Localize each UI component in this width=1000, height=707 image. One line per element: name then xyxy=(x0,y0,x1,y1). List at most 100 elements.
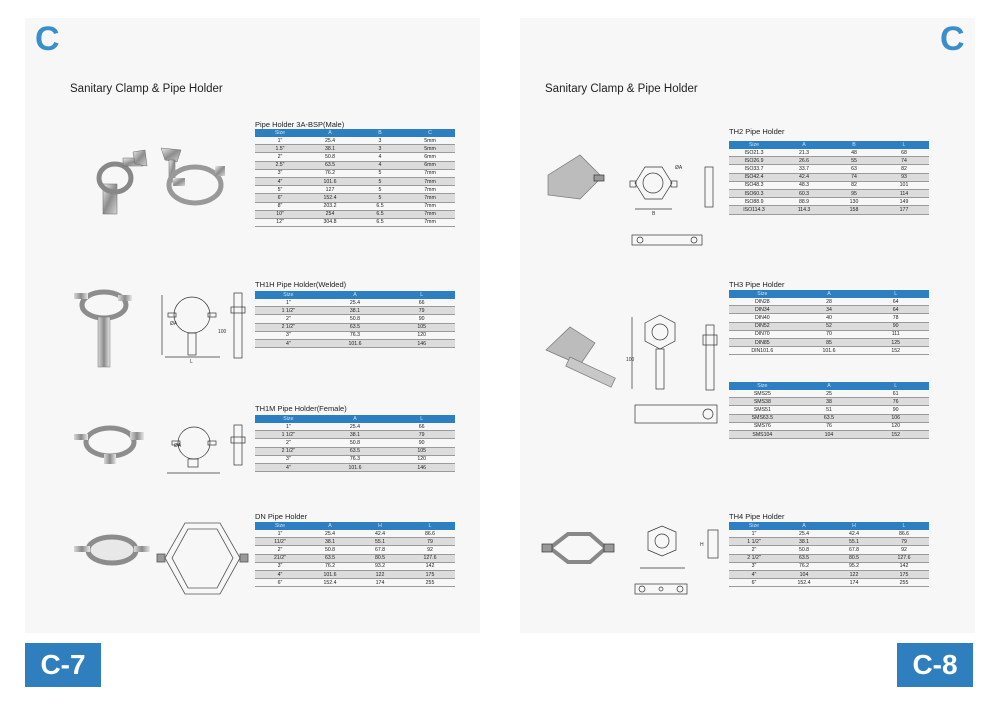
table-cell: 1" xyxy=(255,299,322,308)
table-cell: 38.1 xyxy=(321,430,389,440)
table-cell: 114 xyxy=(879,189,929,199)
table-cell: 4" xyxy=(255,570,305,580)
table-cell: 25.4 xyxy=(321,299,389,308)
column-header: Size xyxy=(255,522,305,530)
column-header: L xyxy=(862,290,929,298)
table-cell: 105 xyxy=(388,447,455,456)
th3-drawing: 100 xyxy=(545,314,718,424)
column-header: A xyxy=(321,291,389,299)
column-header: Size xyxy=(255,291,322,299)
table-cell: 3 xyxy=(355,144,405,154)
table-cell: ISO88.9 xyxy=(729,197,779,207)
table-cell: 104 xyxy=(779,570,829,580)
table-cell: 120 xyxy=(388,455,455,464)
table-cell: 6" xyxy=(255,578,305,588)
column-header: Size xyxy=(729,522,779,530)
table-cell: 6" xyxy=(255,193,305,203)
table-cell: ISO60.3 xyxy=(729,189,779,199)
table-cell: 95 xyxy=(829,189,879,199)
table-cell: ISO26.9 xyxy=(729,156,779,166)
table-cell: 120 xyxy=(862,422,929,431)
table-cell: 42.4 xyxy=(355,530,405,539)
table-cell: 92 xyxy=(405,545,455,555)
table-cell: 63.5 xyxy=(779,554,829,563)
table-cell: 66 xyxy=(388,423,455,432)
table-cell: ISO33.7 xyxy=(729,164,779,174)
table-cell: 5 xyxy=(355,193,405,203)
column-header: Size xyxy=(255,129,305,137)
table-cell: 67.8 xyxy=(829,545,879,555)
table-cell: ISO42.4 xyxy=(729,173,779,182)
table-cell: 25.4 xyxy=(305,530,355,539)
table-cell: 8" xyxy=(255,202,305,211)
table-cell: 90 xyxy=(388,438,455,448)
table-cell: 2" xyxy=(255,438,322,448)
column-header: A xyxy=(305,522,355,530)
page-number-right: C-8 xyxy=(897,643,973,687)
table-cell: 82 xyxy=(879,164,929,174)
drawing-label-100-th3: 100 xyxy=(626,357,635,363)
table-cell: 66 xyxy=(388,299,455,308)
table-cell: 38 xyxy=(795,397,863,407)
table-cell: DIN28 xyxy=(729,298,796,307)
table-cell: 38.1 xyxy=(305,537,355,547)
table-cell: 7mm xyxy=(405,210,455,219)
table-cell: ISO48.3 xyxy=(729,181,779,190)
table-cell: 4 xyxy=(355,152,405,162)
table-cell: 78 xyxy=(862,313,929,323)
table-cell: 50.8 xyxy=(779,545,829,555)
table-cell: 7mm xyxy=(405,169,455,178)
table-cell: 52 xyxy=(795,322,863,331)
table-cell: 3" xyxy=(255,169,305,178)
table-cell: 38.1 xyxy=(305,144,355,154)
table-cell: 63.5 xyxy=(795,414,863,423)
table-cell: DIN70 xyxy=(729,330,796,339)
table-cell: 255 xyxy=(405,578,455,588)
table-cell: 3" xyxy=(255,331,322,340)
table-cell: 1" xyxy=(729,530,779,539)
table-cell: 42.4 xyxy=(779,173,829,182)
table-cell: ISO21.3 xyxy=(729,149,779,158)
column-header: A xyxy=(795,290,863,298)
table-cell: 152 xyxy=(862,346,929,356)
table-cell: DIN101.6 xyxy=(729,346,796,356)
table-cell: 152 xyxy=(862,430,929,440)
table-cell: 38.1 xyxy=(321,306,389,316)
table-cell: 28 xyxy=(795,298,863,307)
table-cell: SMS104 xyxy=(729,430,796,440)
table-cell: 142 xyxy=(879,562,929,571)
table-cell: 1" xyxy=(255,530,305,539)
table-cell: 92 xyxy=(879,545,929,555)
table-cell: 152.4 xyxy=(305,193,355,203)
table-cell: 101.6 xyxy=(305,570,355,580)
table-cell: 25.4 xyxy=(305,137,355,146)
table-cell: 48 xyxy=(829,149,879,158)
table-cell: 60.3 xyxy=(779,189,829,199)
table-cell: 21/2" xyxy=(255,554,305,563)
table-cell: 130 xyxy=(829,197,879,207)
table-cell: 55 xyxy=(829,156,879,166)
